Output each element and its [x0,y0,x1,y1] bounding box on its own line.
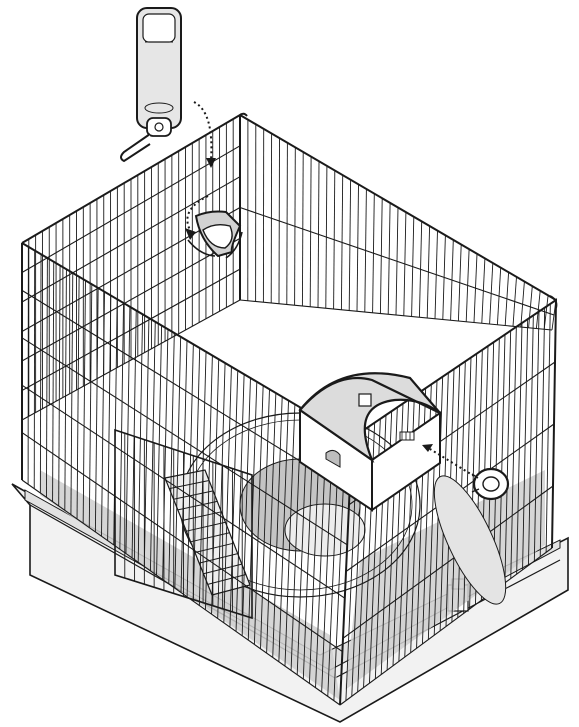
house-vent-icon [358,393,372,407]
cage-door[interactable] [114,428,253,620]
bottle-arrow [193,101,216,168]
cage-wire [192,347,201,602]
cage-wire [260,389,270,649]
cage-wire [199,553,238,564]
cage-wire [241,377,251,636]
cage-wire [119,302,124,550]
cage-back-wall [239,114,557,331]
cage-wire [284,404,296,667]
cage-wire [217,362,226,619]
cage-wire [339,547,553,706]
cage-wire [88,284,93,528]
cage-wire [229,370,239,628]
cage-wire [253,385,264,645]
cage-front-wall [21,242,353,706]
cage-wire [168,332,175,584]
wheel-side-disc [433,475,507,605]
water-bottle [120,7,182,163]
cage-wire [223,366,232,623]
cage-wire [76,276,80,519]
house-hatch-icon [325,449,341,468]
cage-wire [46,257,48,498]
cage-wire [39,254,42,493]
cage-wire [149,321,156,571]
cage-wire [180,340,188,593]
cage-wire [70,272,74,515]
cage-wire [21,268,241,391]
hide-house [298,372,441,512]
cage-wire [21,432,343,653]
cage-wire [205,355,213,610]
cage-wire [21,289,350,492]
cage-wire [143,317,150,567]
cage-wire [125,306,131,554]
cage-wire [186,344,194,597]
cage-wire [94,287,99,532]
cage-wire [272,396,283,658]
cage-wire [21,479,341,706]
cage-wire [177,500,218,511]
cage-wire [342,485,554,639]
cage-wire [64,269,67,511]
cage-wire [239,299,553,331]
cage-wire [107,295,112,541]
cage-wire [239,206,555,316]
cage-wire [278,400,289,662]
cage-wire [21,337,348,546]
cage-wire [82,280,86,524]
cage-wire [156,325,163,576]
knob-arrow [422,444,475,477]
cage-left-wall [21,114,241,421]
cage-wire [21,237,241,362]
cage-wire [235,374,245,632]
cage-wire [21,299,241,421]
cage-wire [101,291,105,537]
cage-wire [207,574,247,585]
cage-wire [131,310,137,558]
clip-rotate-arrow [185,195,209,240]
cage-wire [58,265,61,506]
cage-wire [21,145,241,273]
cage-wire [266,392,277,654]
bottle-clip [187,210,243,259]
cage-wire [52,261,55,502]
wheel-mount-knob [471,467,510,501]
cage-wire [174,336,182,589]
wheel-axle-icon [399,431,415,441]
cage-wire [21,176,241,303]
cage-wire [194,542,234,553]
